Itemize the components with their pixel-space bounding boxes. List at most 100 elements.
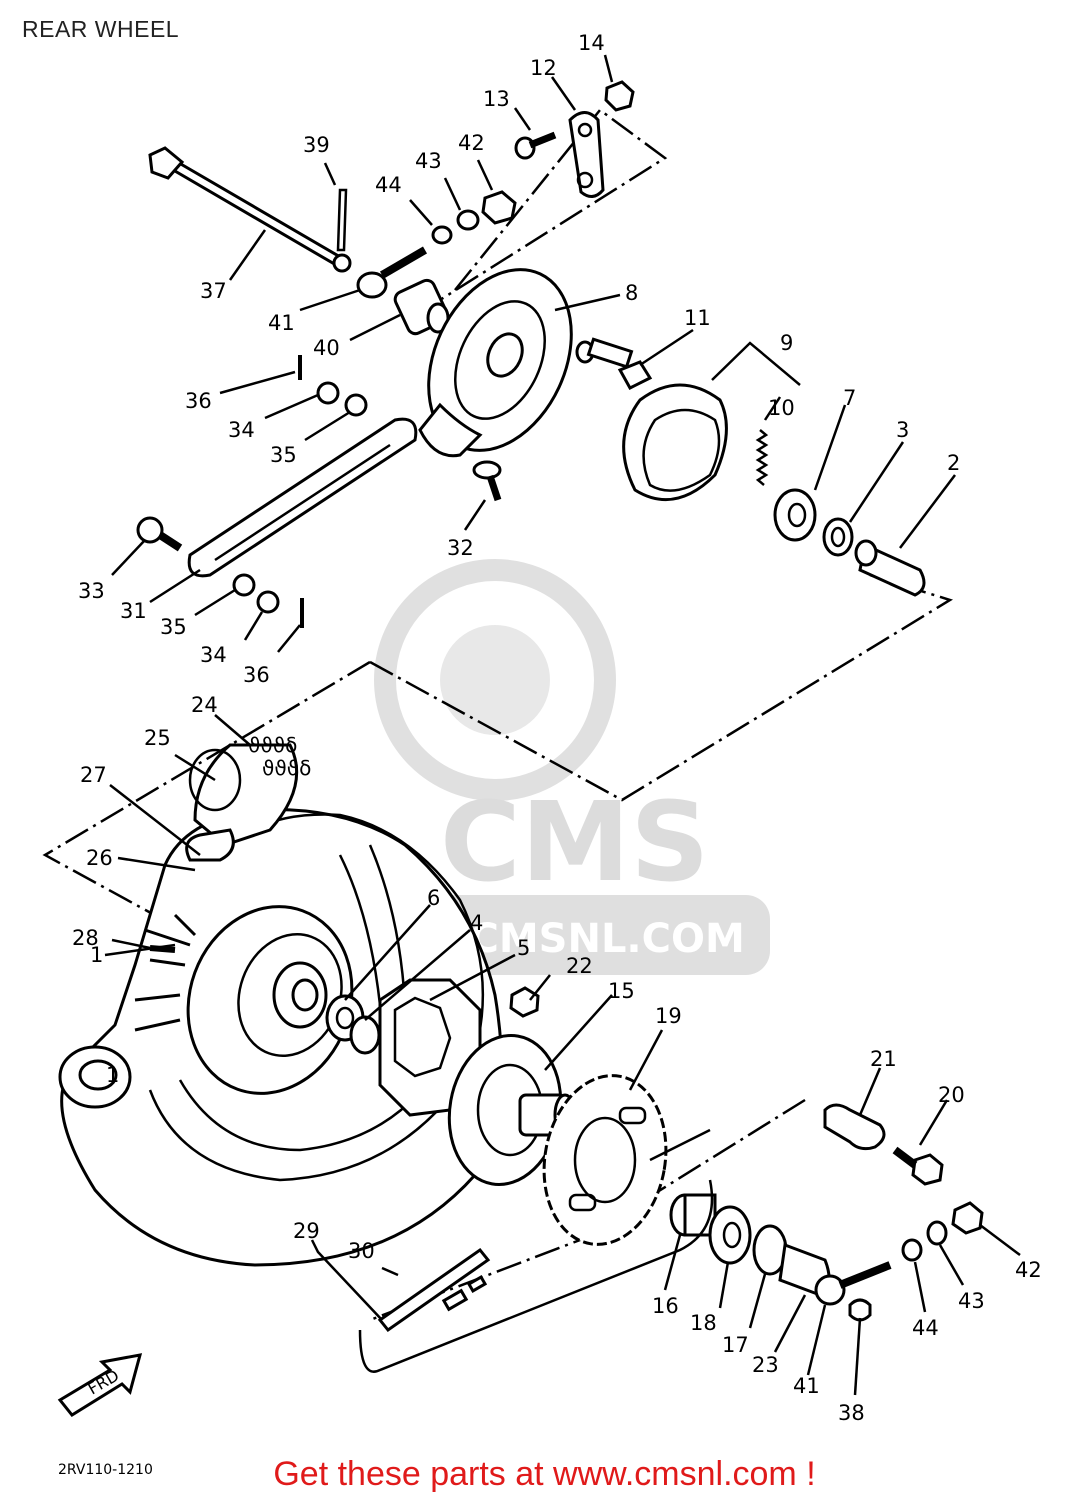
callout-15: 15	[608, 979, 635, 1003]
callout-24: 24	[191, 693, 218, 717]
rear-hub	[134, 905, 354, 1095]
callout-2: 2	[947, 451, 960, 475]
nut-34-lower	[256, 590, 280, 614]
lever-bolt	[514, 131, 557, 160]
rear-sprocket	[542, 1074, 668, 1246]
callout-36-upper: 36	[185, 389, 212, 413]
nut-34-upper	[316, 381, 340, 405]
callout-21: 21	[870, 1047, 897, 1071]
callout-23: 23	[752, 1353, 779, 1377]
callout-25: 25	[144, 726, 171, 750]
callout-7: 7	[843, 386, 856, 410]
bolt-20	[892, 1146, 944, 1186]
washer-43-top	[456, 209, 480, 231]
brake-camshaft	[575, 337, 653, 390]
callout-30: 30	[348, 1239, 375, 1263]
washer-44-top	[431, 225, 453, 245]
watermark-logo-text: CMS	[440, 778, 709, 906]
callout-11: 11	[684, 306, 711, 330]
callout-34-lower: 34	[200, 643, 227, 667]
callout-9: 9	[780, 331, 793, 355]
callout-20: 20	[938, 1083, 965, 1107]
callout-27: 27	[80, 763, 107, 787]
callout-12: 12	[530, 56, 557, 80]
nut-42-bottom	[951, 1201, 984, 1235]
promo-banner: Get these parts at www.cmsnl.com !	[0, 1455, 1089, 1494]
callout-8: 8	[625, 281, 638, 305]
brake-assembly-outline	[439, 108, 668, 302]
oil-seal-3	[822, 517, 854, 557]
callout-43-bottom: 43	[958, 1289, 985, 1313]
callout-6: 6	[427, 886, 440, 910]
callout-26: 26	[86, 846, 113, 870]
front-direction-arrow: FRD	[57, 1353, 143, 1417]
callout-22: 22	[566, 954, 593, 978]
callout-35-upper: 35	[270, 443, 297, 467]
cotter-pin	[336, 188, 348, 252]
chain-adjuster-41-top	[356, 246, 428, 299]
spacer-2	[854, 539, 926, 597]
callout-13: 13	[483, 87, 510, 111]
callout-35-lower: 35	[160, 615, 187, 639]
brake-shoes	[622, 383, 728, 502]
callout-38: 38	[838, 1401, 865, 1425]
callout-3: 3	[896, 418, 909, 442]
page-title: REAR WHEEL	[22, 16, 180, 42]
callout-39: 39	[303, 133, 330, 157]
callout-28: 28	[72, 926, 99, 950]
hub-assembly-outline-left	[42, 660, 371, 920]
svg-text:ϑϑϑδ: ϑϑϑδ	[262, 756, 311, 780]
callout-1: 1	[90, 943, 103, 967]
callout-18: 18	[690, 1311, 717, 1335]
callout-37: 37	[200, 279, 227, 303]
callout-31: 31	[120, 599, 147, 623]
callout-41-top: 41	[268, 311, 295, 335]
promo-link[interactable]: Get these parts at www.cmsnl.com !	[273, 1455, 816, 1493]
washer-43-bottom	[926, 1220, 948, 1246]
rear-axle	[148, 146, 352, 273]
callout-43-top: 43	[415, 149, 442, 173]
brake-plate-bolt	[472, 460, 502, 502]
callout-19: 19	[655, 1004, 682, 1028]
brake-shoe-plate	[418, 268, 573, 458]
cotter-pin-38	[848, 1298, 872, 1322]
drive-chain	[358, 1128, 714, 1373]
drawing-code: 2RV110-1210	[58, 1462, 153, 1478]
collar-4	[349, 1015, 381, 1055]
callout-40: 40	[313, 336, 340, 360]
callout-16: 16	[652, 1294, 679, 1318]
callout-42-bottom: 42	[1015, 1258, 1042, 1282]
callout-29: 29	[293, 1219, 320, 1243]
callout-4: 4	[470, 911, 483, 935]
callout-14: 14	[578, 31, 605, 55]
callout-44-top: 44	[375, 173, 402, 197]
callout-5: 5	[517, 936, 530, 960]
leader-lines	[104, 54, 1021, 1396]
chain-joint	[441, 1274, 488, 1312]
callout-34-upper: 34	[228, 418, 255, 442]
lock-washer-21	[823, 1103, 886, 1151]
washer-44-bottom	[901, 1238, 923, 1262]
sprocket-shaft-16	[669, 1193, 717, 1237]
callout-33: 33	[78, 579, 105, 603]
callout-42-top: 42	[458, 131, 485, 155]
callout-10: 10	[768, 396, 795, 420]
sprocket-clutch-hub	[447, 1034, 577, 1186]
lever-nut	[604, 80, 635, 112]
spoke-nipple-set: ϑϑϑδ ϑϑϑδ	[248, 733, 311, 780]
bearing-18	[708, 1205, 752, 1265]
tension-bar	[187, 417, 418, 578]
bearing-7	[773, 488, 817, 542]
tension-bar-bolt	[136, 516, 183, 552]
washer-35-lower	[232, 573, 256, 597]
callout-44-bottom: 44	[912, 1316, 939, 1340]
nut-22	[509, 986, 540, 1018]
svg-text:ϑϑϑδ: ϑϑϑδ	[248, 733, 297, 757]
callout-41-bottom: 41	[793, 1374, 820, 1398]
tire-tube	[188, 743, 299, 847]
callout-32: 32	[447, 536, 474, 560]
callout-1-tube: 1	[106, 1063, 119, 1087]
callout-36-lower: 36	[243, 663, 270, 687]
shoe-spring	[755, 429, 769, 486]
